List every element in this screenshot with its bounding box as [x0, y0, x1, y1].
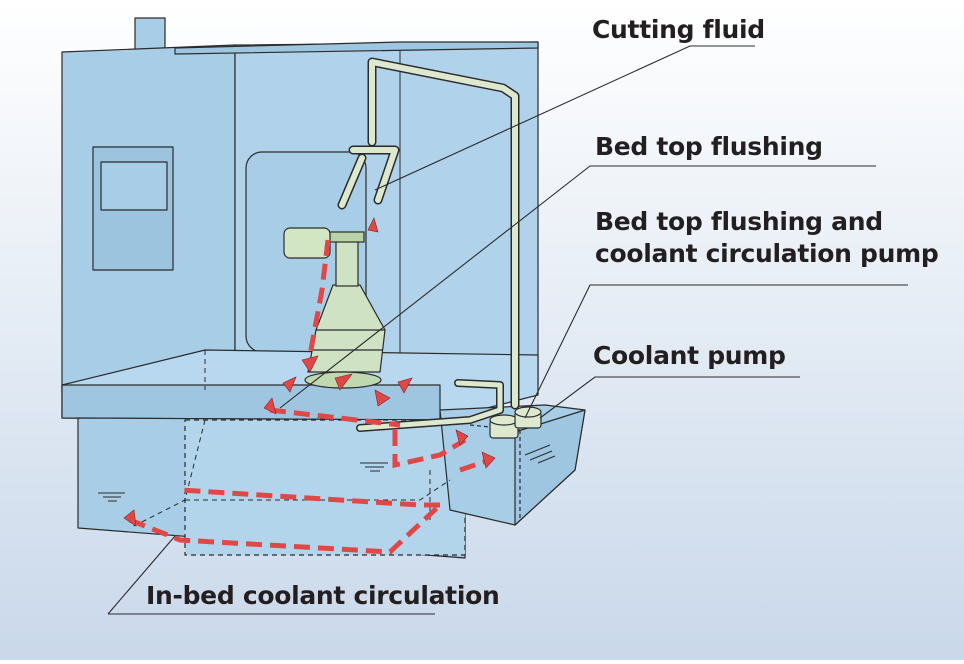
label-bed-top-pump-line2: coolant circulation pump: [595, 239, 939, 268]
flow-arrows: [123, 217, 496, 555]
label-bed-top-pump-line1: Bed top flushing and: [595, 207, 883, 236]
leader-lines: [107, 45, 908, 615]
label-coolant-pump: Coolant pump: [593, 341, 786, 370]
leader-coolant-pump: [539, 376, 800, 419]
label-bed-top-flushing: Bed top flushing: [595, 132, 823, 161]
leader-bed-top-flushing: [279, 165, 876, 409]
coolant-pipe: [337, 57, 520, 432]
leader-cutting-fluid: [374, 45, 755, 191]
label-in-bed-coolant-circulation: In-bed coolant circulation: [146, 581, 500, 610]
leader-bed-top-pump: [524, 284, 908, 419]
pump: [489, 406, 542, 439]
label-cutting-fluid: Cutting fluid: [592, 15, 765, 44]
spindle: [283, 227, 386, 389]
